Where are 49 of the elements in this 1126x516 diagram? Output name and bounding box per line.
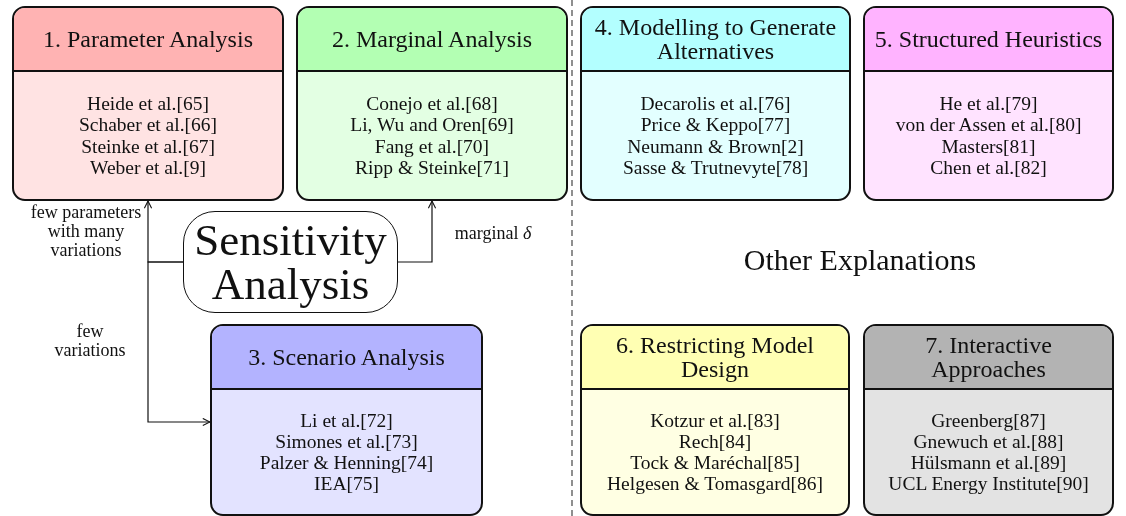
method-card	[863, 324, 1114, 516]
reference-text: Decarolis et al.[76]	[640, 93, 791, 115]
card-heading: 2. Marginal Analysis	[298, 8, 566, 72]
card-heading: 7. Interactive Approaches	[865, 326, 1112, 390]
method-card	[580, 324, 850, 516]
edge-label: few variations	[53, 322, 127, 360]
reference-text: Weber et al.[9]	[90, 156, 206, 178]
reference-text: UCL Energy Institute[90]	[888, 473, 1089, 495]
card-heading: 3. Scenario Analysis	[212, 326, 481, 390]
reference-text: Heide et al.[65]	[87, 93, 209, 115]
reference-text: Tock & Maréchal[85]	[630, 452, 800, 474]
section-label: Other Explanations	[742, 244, 978, 276]
reference-text: Helgesen & Tomasgard[86]	[607, 473, 823, 495]
reference-text: He et al.[79]	[939, 93, 1038, 115]
card-heading: 6. Restricting Model Design	[582, 326, 848, 390]
method-card	[210, 324, 483, 516]
arrow	[147, 261, 211, 427]
reference-text: Conejo et al.[68]	[366, 93, 498, 115]
method-card	[12, 6, 284, 201]
card-heading: 1. Parameter Analysis	[14, 8, 282, 72]
reference-text: Gnewuch et al.[88]	[913, 430, 1064, 452]
edge-label: few parameters with many variations	[30, 203, 142, 260]
method-card	[296, 6, 568, 201]
method-card	[580, 6, 851, 201]
reference-text: Kotzur et al.[83]	[650, 409, 780, 431]
reference-text: Li et al.[72]	[300, 409, 393, 431]
reference-text: Hülsmann et al.[89]	[910, 452, 1067, 474]
reference-text: Simones et al.[73]	[275, 430, 418, 452]
reference-text: Schaber et al.[66]	[78, 114, 218, 136]
reference-text: Neumann & Brown[2]	[627, 135, 804, 157]
reference-text: Ripp & Steinke[71]	[355, 156, 509, 178]
card-heading: 4. Modelling to Generate Alternatives	[582, 8, 849, 72]
reference-text: Rech[84]	[678, 430, 752, 452]
reference-text: Fang et al.[70]	[374, 135, 490, 157]
reference-text: Li, Wu and Oren[69]	[350, 114, 514, 136]
reference-text: Greenberg[87]	[931, 409, 1046, 431]
reference-text: Steinke et al.[67]	[81, 135, 215, 157]
reference-text: Palzer & Henning[74]	[259, 452, 434, 474]
rounded-box: Sensitivity Analysis	[183, 211, 398, 313]
reference-text: IEA[75]	[314, 473, 379, 495]
edge-label: marginal δ	[453, 224, 533, 243]
reference-text: Chen et al.[82]	[930, 156, 1047, 178]
reference-text: Price & Keppo[77]	[640, 114, 791, 136]
reference-text: Sasse & Trutnevyte[78]	[622, 156, 809, 178]
reference-text: von der Assen et al.[80]	[895, 114, 1082, 136]
reference-text: Masters[81]	[941, 135, 1036, 157]
arrow	[397, 200, 437, 263]
method-card	[863, 6, 1114, 201]
card-heading: 5. Structured Heuristics	[865, 8, 1112, 72]
